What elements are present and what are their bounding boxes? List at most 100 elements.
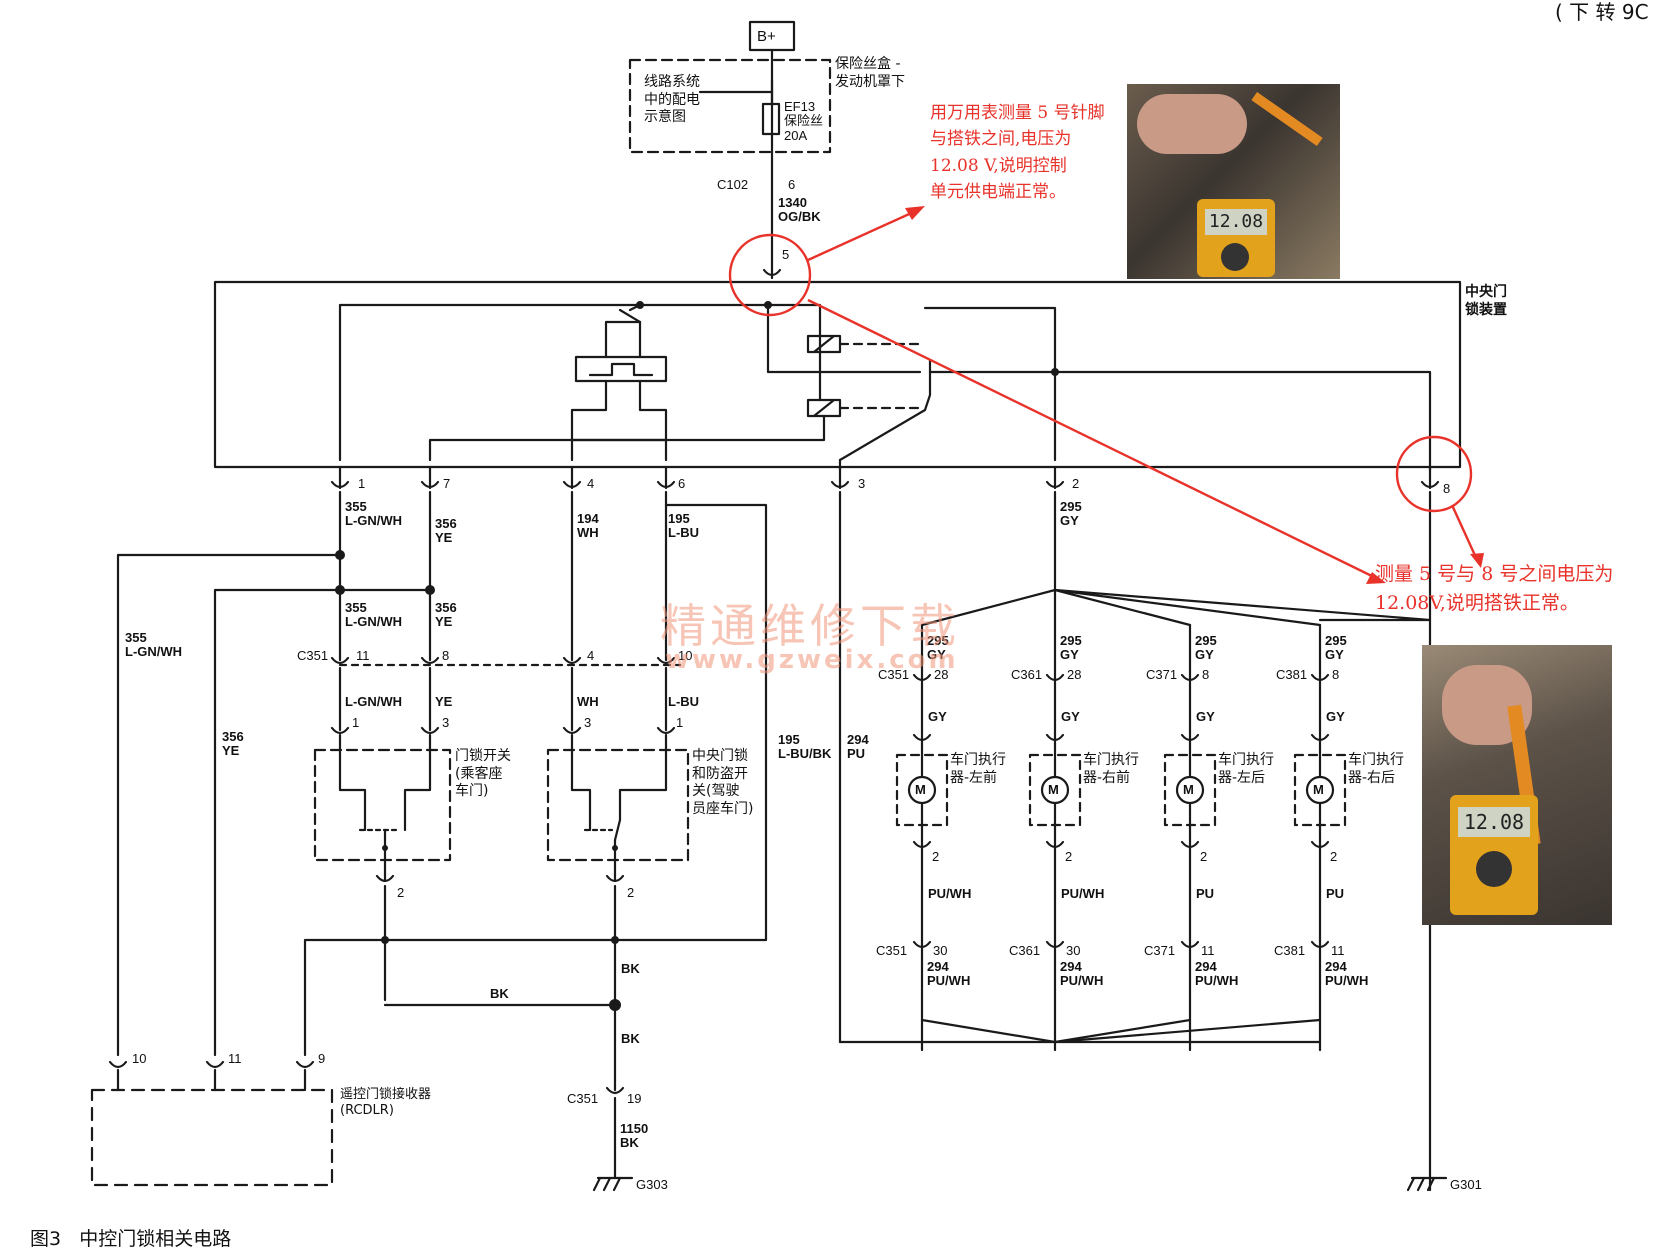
motor-symbol: M bbox=[1183, 782, 1194, 797]
meter-display: 12.08 bbox=[1205, 209, 1267, 235]
central-switch-pin-2: 2 bbox=[627, 885, 635, 900]
actuator-gy: GY bbox=[1326, 709, 1345, 724]
module-pin-8: 8 bbox=[1443, 481, 1451, 496]
actuator-label: 车门执行 器-右前 bbox=[1083, 752, 1139, 786]
actuator-connector: C361 bbox=[1011, 667, 1043, 682]
actuator-wire-2: 294 PU/WH bbox=[1325, 959, 1369, 989]
meter-reading-1: 12.08 bbox=[1208, 211, 1264, 232]
ground-pin: 19 bbox=[627, 1091, 642, 1106]
receiver-pin-10: 10 bbox=[132, 1051, 147, 1066]
central-switch-pin-3: 3 bbox=[584, 715, 592, 730]
door-switch-pin-1: 1 bbox=[352, 715, 360, 730]
motor-symbol: M bbox=[1313, 782, 1324, 797]
photo-multimeter-2: 12.08 bbox=[1422, 645, 1612, 925]
wire-355-mid: 355 L-GN/WH bbox=[345, 600, 403, 630]
g303-label: G303 bbox=[636, 1177, 668, 1192]
power-distribution-label: 线路系统 中的配电 示意图 bbox=[644, 74, 700, 125]
c102-label: C102 bbox=[717, 177, 749, 192]
actuator-connector: C381 bbox=[1276, 667, 1308, 682]
watermark-title: 精通维修下载 bbox=[660, 599, 960, 653]
wire-355-top: 355 L-GN/WH bbox=[345, 499, 403, 529]
actuator-gy: GY bbox=[1061, 709, 1080, 724]
actuator-pin-2: 2 bbox=[1065, 849, 1073, 864]
actuator-wire-2: 294 PU/WH bbox=[1195, 959, 1239, 989]
actuator-pin-3: 30 bbox=[933, 943, 948, 958]
wire-356-top: 356 YE bbox=[435, 516, 457, 546]
meter-body-2: 12.08 bbox=[1450, 795, 1538, 915]
module-pin-4: 4 bbox=[587, 476, 595, 491]
actuator-pin: 28 bbox=[1067, 667, 1082, 682]
actuator-top-wire: 295 GY bbox=[1325, 633, 1347, 663]
receiver-pin-11: 11 bbox=[228, 1051, 242, 1066]
actuator-gy: GY bbox=[1196, 709, 1215, 724]
actuator-pin: 28 bbox=[934, 667, 949, 682]
actuator-top-wire: 295 GY bbox=[927, 633, 949, 663]
actuator-connector: C371 bbox=[1146, 667, 1178, 682]
central-lock-module-label: 中央门 锁装置 bbox=[1465, 284, 1507, 318]
pin8-highlight bbox=[1395, 435, 1473, 513]
actuator-wire-2: 294 PU/WH bbox=[927, 959, 971, 989]
module-pin-2: 2 bbox=[1072, 476, 1080, 491]
actuator-pin-3: 11 bbox=[1331, 943, 1345, 958]
actuator-connector: C351 bbox=[878, 667, 910, 682]
actuator-gy: GY bbox=[928, 709, 947, 724]
actuator-label: 车门执行 器-左前 bbox=[950, 752, 1006, 786]
wire-295-main: 295 GY bbox=[1060, 499, 1082, 529]
actuator-label: 车门执行 器-右后 bbox=[1348, 752, 1404, 786]
actuator-label: 车门执行 器-左后 bbox=[1218, 752, 1274, 786]
b-plus-label: B+ bbox=[757, 28, 776, 45]
receiver-pin-9: 9 bbox=[318, 1051, 326, 1066]
c351-wire-lgnwh: L-GN/WH bbox=[345, 694, 403, 709]
c351-pin-8: 8 bbox=[442, 648, 450, 663]
actuator-connector-2: C381 bbox=[1274, 943, 1306, 958]
receiver-label: 遥控门锁接收器 (RCDLR) bbox=[340, 1087, 432, 1119]
fuse-ef13-label: EF13 保险丝 20A bbox=[784, 99, 824, 143]
actuator-connector-2: C371 bbox=[1144, 943, 1176, 958]
bk-label-1: BK bbox=[621, 961, 640, 976]
c351-wire-ye: YE bbox=[435, 694, 453, 709]
actuator-pin-3: 11 bbox=[1201, 943, 1215, 958]
pin5-highlight bbox=[728, 233, 812, 317]
meter-body: 12.08 bbox=[1197, 199, 1275, 277]
actuator-connector-2: C351 bbox=[876, 943, 908, 958]
actuator-top-wire: 295 GY bbox=[1195, 633, 1217, 663]
module-pin-6: 6 bbox=[678, 476, 686, 491]
actuator-wire: PU/WH bbox=[1061, 886, 1105, 901]
actuator-wire: PU/WH bbox=[928, 886, 972, 901]
actuator-pin-2: 2 bbox=[932, 849, 940, 864]
central-lock-module-box bbox=[213, 280, 1462, 469]
wire-195-bk: 195 L-BU/BK bbox=[778, 732, 832, 762]
meter-dial bbox=[1221, 243, 1249, 271]
c351-pin-11: 11 bbox=[356, 648, 370, 663]
c351-wire-wh: WH bbox=[577, 694, 599, 709]
wire-195: 195 L-BU bbox=[668, 511, 700, 541]
wire-1150: 1150 BK bbox=[620, 1121, 649, 1151]
module-pin-7: 7 bbox=[443, 476, 451, 491]
c351-label: C351 bbox=[297, 648, 329, 663]
central-switch-pin-1: 1 bbox=[676, 715, 684, 730]
g301-label: G301 bbox=[1450, 1177, 1482, 1192]
wire-1340: 1340 OG/BK bbox=[778, 195, 821, 225]
wire-355-left: 355 L-GN/WH bbox=[125, 630, 183, 660]
c351-pin-4: 4 bbox=[587, 648, 595, 663]
actuator-pin-3: 30 bbox=[1066, 943, 1081, 958]
fuse-box-label: 保险丝盒 - 发动机罩下 bbox=[835, 56, 905, 90]
c102-pin: 6 bbox=[788, 177, 796, 192]
meter-display-2: 12.08 bbox=[1458, 807, 1530, 837]
probe-lead bbox=[1251, 91, 1323, 147]
motor-symbol: M bbox=[1048, 782, 1059, 797]
meter-dial-2 bbox=[1476, 851, 1512, 887]
wire-194: 194 WH bbox=[577, 511, 599, 541]
c351-wire-lbu: L-BU bbox=[668, 694, 700, 709]
actuator-wire: PU bbox=[1326, 886, 1345, 901]
c351-pin-10: 10 bbox=[678, 648, 693, 663]
actuator-top-wire: 295 GY bbox=[1060, 633, 1082, 663]
door-switch-label: 门锁开关 (乘客座 车门) bbox=[455, 748, 511, 799]
actuator-connector-2: C361 bbox=[1009, 943, 1041, 958]
door-switch-pin-3: 3 bbox=[442, 715, 450, 730]
actuator-pin-2: 2 bbox=[1330, 849, 1338, 864]
actuator-pin-2: 2 bbox=[1200, 849, 1208, 864]
figure-caption: 图3 中控门锁相关电路 bbox=[30, 1228, 232, 1250]
corner-text: ( 下 转 9C bbox=[1555, 0, 1649, 24]
